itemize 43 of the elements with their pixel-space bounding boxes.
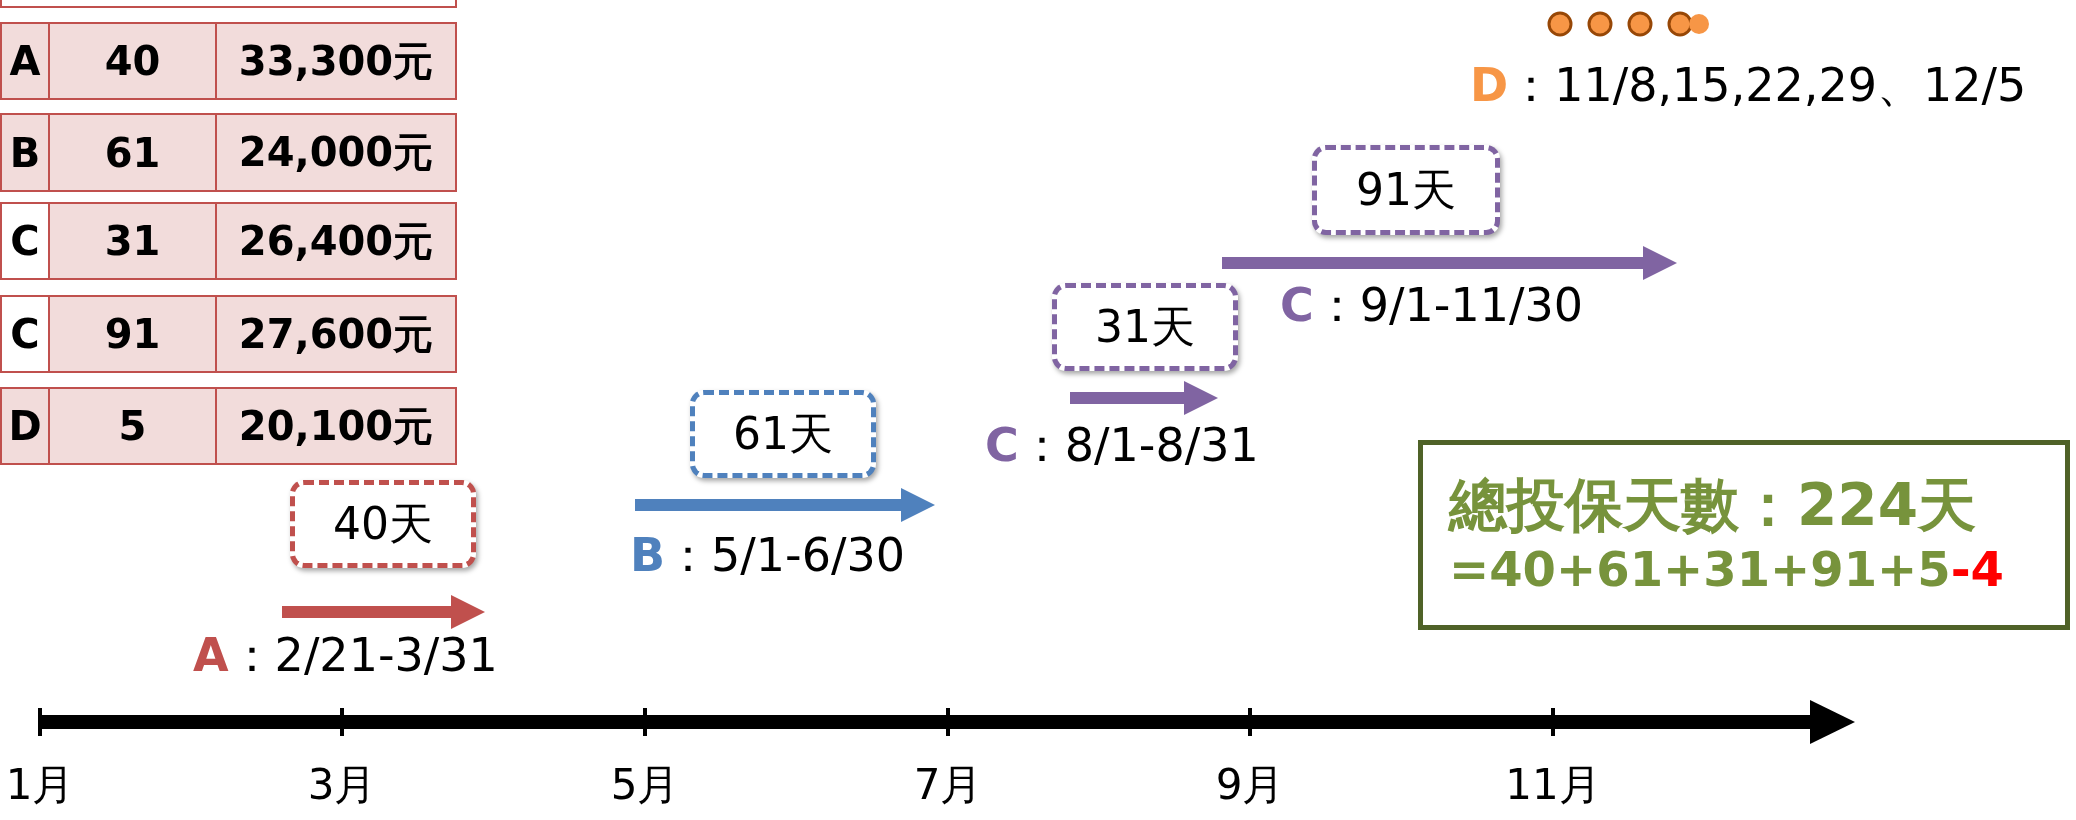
total-box [1418, 440, 2070, 630]
month-label: 3月 [307, 762, 377, 809]
month-label: 11月 [1505, 762, 1601, 809]
duration-text: 91天 [1356, 162, 1456, 217]
table-cell: 24,000元 [215, 113, 457, 192]
duration-text: 40天 [333, 496, 433, 551]
month-label: 7月 [913, 762, 983, 809]
total-title: 總投保天數：224天 [1449, 471, 1978, 541]
segment-letter: B [630, 530, 666, 581]
month-label: 1月 [5, 762, 75, 809]
table-cell: 40 [48, 22, 217, 100]
segment-letter: A [193, 630, 229, 681]
segment-letter: D [1470, 60, 1509, 111]
date-range-text: ：8/1-8/31 [1018, 420, 1259, 471]
dashed-box [1312, 145, 1500, 235]
table-cell: 27,600元 [215, 295, 457, 373]
formula-text: -4 [1950, 541, 2004, 599]
table-cell: A [0, 22, 50, 100]
dashed-box [1052, 283, 1238, 371]
table-cell: 31 [48, 202, 217, 280]
table-cell: 33,300元 [215, 22, 457, 100]
date-range-text: ：9/1-11/30 [1313, 280, 1583, 331]
table-cell: D [0, 387, 50, 465]
table-cell: B [0, 113, 50, 192]
table-cell: 20,100元 [215, 387, 457, 465]
date-range-text: ：2/21-3/31 [228, 630, 498, 681]
formula-text: =40+61+31+91+5 [1449, 541, 1951, 599]
segment-letter: C [985, 420, 1019, 471]
date-range-text: ：5/1-6/30 [665, 530, 905, 581]
table-cell: 91 [48, 295, 217, 373]
table-cell: C [0, 295, 50, 373]
duration-text: 31天 [1095, 299, 1195, 354]
month-label: 9月 [1215, 762, 1285, 809]
table-cell: 5 [48, 387, 217, 465]
date-range-text: ：11/8,15,22,29、12/5 [1508, 60, 2027, 111]
duration-text: 61天 [733, 406, 833, 461]
segment-letter: C [1280, 280, 1314, 331]
table-cell: 26,400元 [215, 202, 457, 280]
month-label: 5月 [610, 762, 680, 809]
table-cell: 61 [48, 113, 217, 192]
dashed-box [290, 480, 476, 568]
dashed-box [690, 390, 876, 478]
table-cell: C [0, 202, 50, 280]
